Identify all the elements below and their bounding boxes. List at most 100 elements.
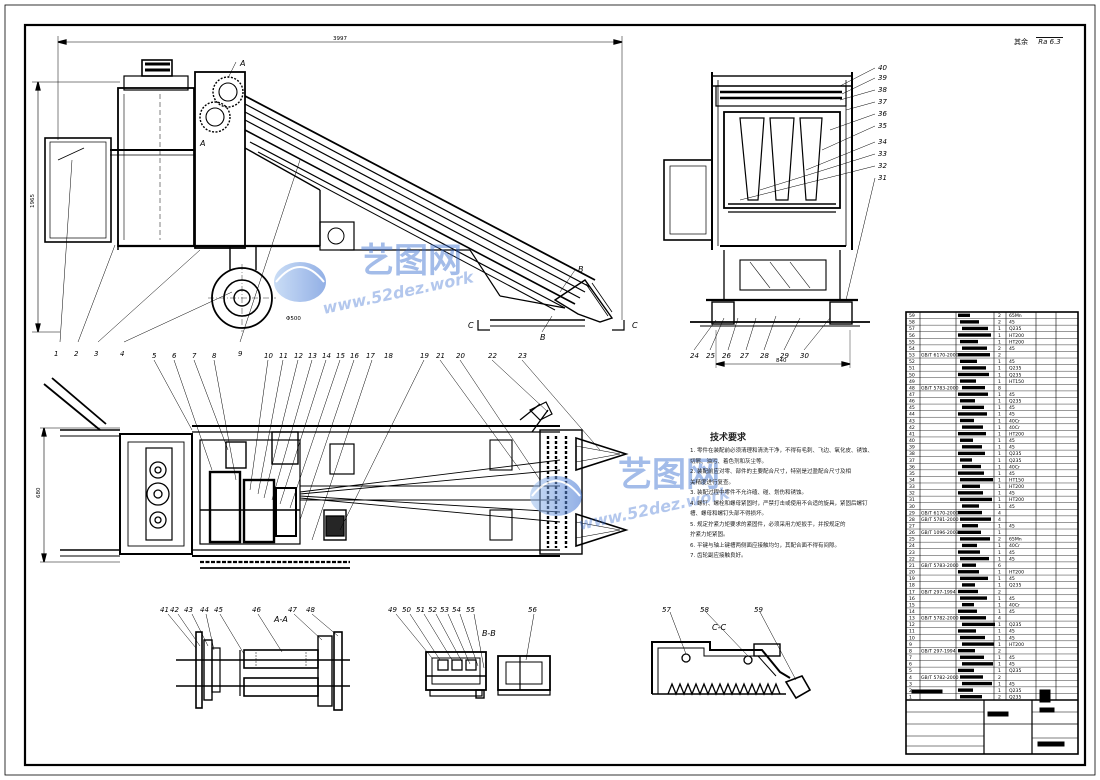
callout-4: 4: [120, 350, 124, 358]
bom-no: 55: [909, 339, 915, 345]
section-a-label: A: [239, 59, 245, 68]
bom-material: 45: [1009, 471, 1015, 477]
bom-no: 52: [909, 359, 915, 365]
callout-11: 11: [279, 352, 288, 360]
callout-8: 8: [212, 352, 217, 360]
callout-21: 21: [436, 352, 445, 360]
bom-material: 45: [1009, 609, 1015, 615]
bom-material: Q235: [1009, 399, 1021, 405]
bom-no: 48: [909, 385, 915, 391]
bom-qty: 1: [998, 418, 1001, 424]
bom-qty: 1: [998, 412, 1001, 418]
bom-material: 45: [1009, 629, 1015, 635]
bom-material: HT200: [1009, 642, 1024, 648]
bom-qty: 4: [998, 616, 1001, 622]
side-view: [32, 36, 625, 343]
tech-line: 5. 规定拧紧力矩要求的紧固件，必须采用力矩扳手，并按规定的: [690, 521, 846, 528]
section-c-label: C: [468, 321, 474, 330]
section-label-texts: A A B B C C A-A B-B C-C: [199, 59, 726, 638]
bom-name-block: [960, 635, 985, 640]
callout-54: 54: [452, 606, 461, 614]
bom-qty: 1: [998, 372, 1001, 378]
bom-name-block: [960, 458, 972, 462]
bom-material: 45: [1009, 556, 1015, 562]
section-a-label-2: A: [199, 139, 205, 148]
bom-no: 21: [909, 563, 915, 569]
bom-qty: 1: [998, 339, 1001, 345]
bom-no: 32: [909, 491, 915, 497]
bom-no: 19: [909, 576, 915, 582]
bom-qty: 1: [998, 445, 1001, 451]
bom-material: 40Cr: [1009, 543, 1020, 549]
bom-qty: 1: [998, 642, 1001, 648]
callout-46: 46: [252, 606, 261, 614]
bom-qty: 1: [998, 458, 1001, 464]
tech-line: 槽、螺母和螺钉头部不得损坏。: [690, 511, 768, 517]
callout-3: 3: [94, 350, 98, 358]
bom-material: 45: [1009, 504, 1015, 510]
callout-16: 16: [350, 352, 359, 360]
bom-material: 40Cr: [1009, 425, 1020, 431]
bom-no: 7: [909, 655, 912, 661]
technical-requirements-title: 技术要求: [710, 433, 747, 443]
bom-qty: 1: [998, 622, 1001, 628]
bom-no: 57: [909, 326, 915, 332]
callout-56: 56: [528, 606, 537, 614]
section-c-c-title: C-C: [712, 623, 726, 632]
bom-name-block: [962, 583, 975, 587]
bom-name-block: [960, 616, 986, 620]
end-width-dim: 840: [776, 358, 787, 364]
bom-no: 54: [909, 346, 915, 352]
callout-53: 53: [440, 606, 449, 614]
bom-name-block: [958, 353, 990, 357]
roughness-value: Ra 6.3: [1036, 37, 1063, 46]
tech-line: 2. 装配前应对零、部件的主要配合尺寸，特别是过盈配合尺寸及相: [690, 469, 851, 475]
callout-22: 22: [488, 352, 497, 360]
bom-name-block: [962, 602, 974, 607]
callout-47: 47: [288, 606, 297, 614]
bom-qty: 2: [998, 320, 1001, 326]
bom-material: 45: [1009, 596, 1015, 602]
bom-name-block: [962, 346, 987, 350]
bom-material: 45: [1009, 346, 1015, 352]
bom-material: HT200: [1009, 431, 1024, 437]
dimension-texts: 3997 1965 680 840 Φ500 1500: [30, 36, 787, 498]
bom-name-block: [958, 530, 981, 534]
bom-qty: 1: [998, 464, 1001, 470]
bom-qty: 2: [998, 353, 1001, 359]
bom-name-block: [960, 655, 984, 659]
bom-name-block: [962, 385, 985, 390]
bom-standard: GB/T 5782-2000: [921, 616, 959, 622]
bom-no: 42: [909, 425, 915, 431]
bom-no: 22: [909, 556, 915, 562]
bom-no: 56: [909, 333, 915, 339]
bom-qty: 1: [998, 668, 1001, 674]
callout-27: 27: [740, 352, 749, 360]
tech-line: 3. 装配过程中零件不允许磕、碰、划伤和锈蚀。: [690, 490, 807, 496]
bom-standard: GB/T 6170-2000: [921, 510, 959, 516]
bom-qty: 2: [998, 648, 1001, 654]
bom-qty: 1: [998, 497, 1001, 503]
callout-18: 18: [384, 352, 393, 360]
bom-material: Q235: [1009, 622, 1021, 628]
bom-qty: 1: [998, 550, 1001, 556]
